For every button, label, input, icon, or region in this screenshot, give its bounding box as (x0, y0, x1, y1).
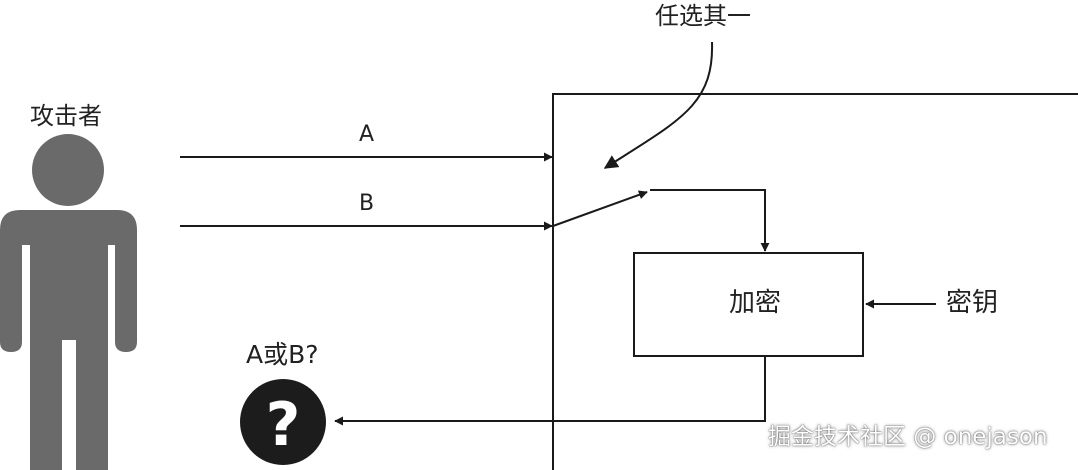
output-arrow (334, 356, 766, 426)
encrypt-label: 加密 (729, 288, 782, 318)
switch-lever (552, 190, 648, 227)
key-label: 密钥 (946, 288, 999, 318)
attacker-label: 攻击者 (30, 102, 102, 130)
input-a-label: A (359, 122, 375, 147)
to-encrypt-arrow (650, 189, 770, 252)
question-mark-icon (240, 379, 326, 465)
person-icon (0, 134, 137, 470)
input-b-label: B (359, 191, 375, 216)
device-frame (552, 93, 1078, 470)
choose-one-pointer (603, 41, 714, 169)
choose-one-label: 任选其一 (655, 2, 751, 30)
question-mark-glyph: ? (266, 390, 301, 460)
a-or-b-label: A或B? (246, 340, 319, 369)
encrypt-box (633, 252, 864, 357)
watermark: 掘金技术社区 @ onejason (768, 424, 1048, 450)
